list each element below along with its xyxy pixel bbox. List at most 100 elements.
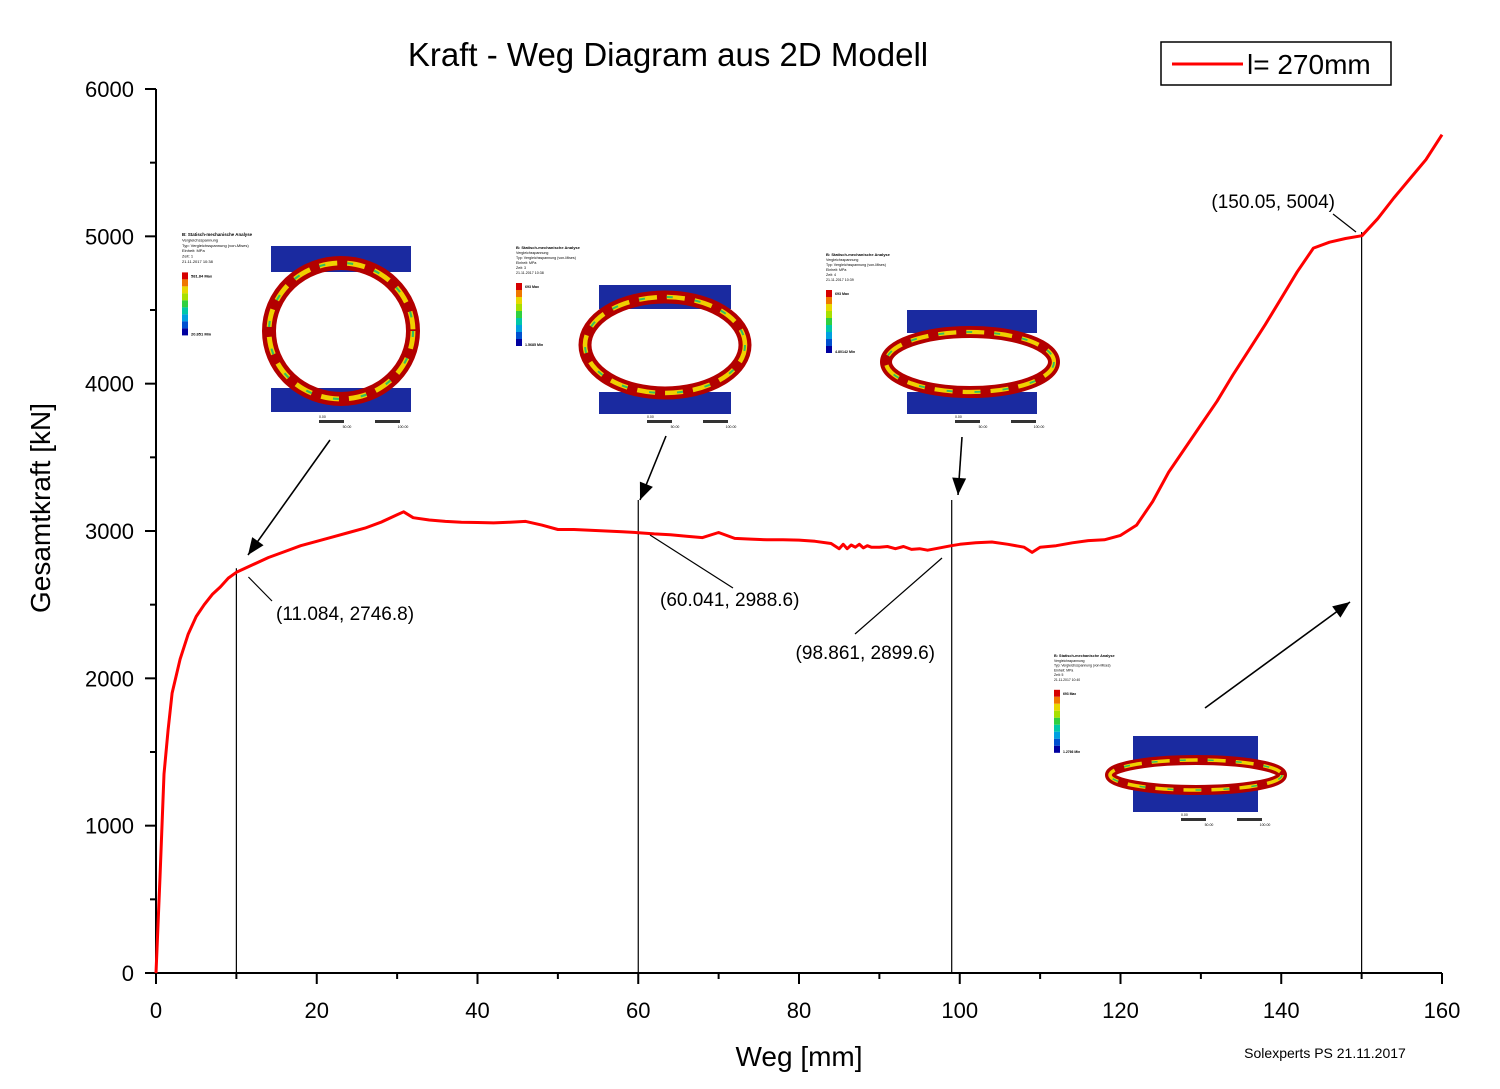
inset-legend-swatch (826, 325, 832, 332)
inset-legend-swatch (826, 339, 832, 346)
inset-legend-swatch (826, 304, 832, 311)
fem-inset: B: Statisch-mechanische AnalyseVergleich… (182, 232, 420, 429)
annotation-label: (11.084, 2746.8) (276, 604, 414, 625)
inset-meta: Typ: Vergleichsspannung (von-Mises) (1054, 664, 1111, 668)
y-tick-label: 2000 (85, 666, 134, 691)
x-tick-label: 60 (626, 998, 650, 1023)
inset-min: 4.80142 Min (835, 350, 855, 354)
inset-legend-swatch (1054, 745, 1060, 753)
inset-meta: 21.11.2017 10:38 (516, 271, 544, 275)
annotation-leader (649, 534, 734, 589)
x-tick-label: 80 (787, 998, 811, 1023)
scale-bar-label: 50.00 (1205, 823, 1214, 827)
inset-legend-swatch (182, 307, 188, 315)
inset-meta: Typ: Vergleichsspannung (von-Mises) (826, 263, 886, 267)
arrow-head (248, 537, 264, 555)
scale-bar-segment (1237, 818, 1262, 821)
scale-bar-segment (319, 420, 344, 423)
x-tick-label: 100 (941, 998, 978, 1023)
inset-meta: Einheit: MPa (1054, 668, 1073, 672)
inset-max: 693 Max (835, 292, 849, 296)
scale-bar-label: 100.00 (398, 425, 409, 429)
footnote: Solexperts PS 21.11.2017 (1244, 1045, 1406, 1061)
inset-legend-swatch (516, 339, 522, 346)
inset-legend-swatch (516, 318, 522, 325)
scale-bar-label: 0.00 (319, 415, 326, 419)
reference-lines (235, 232, 1363, 973)
x-tick-label: 20 (305, 998, 329, 1023)
inset-meta: Vergleichsspannung (182, 237, 218, 242)
steel-plate-bottom (1133, 790, 1258, 812)
chart-title: Kraft - Weg Diagram aus 2D Modell (408, 36, 928, 73)
inset-legend-swatch (516, 283, 522, 290)
inset-legend-swatch (182, 286, 188, 294)
scale-bar-label: 0.00 (955, 415, 962, 419)
y-tick-label: 0 (122, 961, 134, 986)
inset-meta: Zeit: 3 (516, 266, 526, 270)
inset-meta: Einheit: MPa (182, 248, 205, 253)
y-tick-label: 3000 (85, 519, 134, 544)
steel-plate-top (907, 310, 1037, 333)
inset-max: 693 Max (1063, 692, 1076, 696)
inset-meta: Vergleichsspannung (1054, 659, 1085, 663)
inset-legend-swatch (516, 325, 522, 332)
steel-plate-bottom (907, 392, 1037, 414)
inset-legend-swatch (826, 332, 832, 339)
annotation-leader (854, 557, 943, 635)
ring-stress-band (1109, 759, 1283, 791)
inset-legend-swatch (1054, 689, 1060, 697)
inset-meta: Zeit: 5 (1054, 673, 1064, 677)
inset-legend-swatch (1054, 717, 1060, 725)
inset-meta: 21.11.2017 10:38 (182, 259, 214, 264)
scale-bar-label: 100.00 (1034, 425, 1045, 429)
inset-min: 1.5685 Min (525, 343, 543, 347)
x-tick-label: 140 (1263, 998, 1300, 1023)
inset-arrows (247, 435, 1351, 709)
inset-meta: Typ: Vergleichsspannung (von-Mises) (182, 243, 249, 248)
inset-legend-swatch (1054, 703, 1060, 711)
annotation-label: (150.05, 5004) (1211, 192, 1335, 213)
inset-legend-swatch (516, 304, 522, 311)
inset-legend-swatch (826, 297, 832, 304)
inset-legend-swatch (516, 311, 522, 318)
annotation-leader (1332, 213, 1357, 233)
inset-legend-swatch (516, 297, 522, 304)
ring-stress-band (267, 261, 415, 401)
series-line-l270 (154, 133, 1444, 974)
scale-bar-label: 50.00 (671, 425, 680, 429)
inset-legend-swatch (182, 328, 188, 336)
inset-meta: Vergleichsspannung (516, 251, 548, 255)
ring-outer (262, 256, 420, 406)
inset-meta: Einheit: MPa (826, 268, 846, 272)
scale-bar-segment (375, 420, 400, 423)
inset-legend-swatch (182, 314, 188, 322)
annotation-leader (248, 576, 273, 602)
inset-legend-swatch (826, 318, 832, 325)
annotations: (11.084, 2746.8) (60.041, 2988.6) (98.861,… (248, 192, 1357, 664)
scale-bar-label: 0.00 (1181, 813, 1188, 817)
inset-heading: B: Statisch-mechanische Analyse (826, 252, 891, 257)
scale-bar-label: 50.00 (343, 425, 352, 429)
ring-stress-band (885, 331, 1055, 393)
inset-legend-swatch (182, 279, 188, 287)
inset-max: 581.84 Max (191, 273, 213, 278)
annotation-label: (98.861, 2899.6) (796, 643, 935, 664)
arrow-shaft (1204, 601, 1351, 709)
x-tick-label: 160 (1424, 998, 1461, 1023)
scale-bar-segment (703, 420, 728, 423)
inset-min: 1.2766 Min (1063, 750, 1080, 754)
inset-meta: Einheit: MPa (516, 261, 536, 265)
scale-bar-label: 50.00 (979, 425, 988, 429)
inset-legend-swatch (1054, 738, 1060, 746)
inset-legend-swatch (1054, 696, 1060, 704)
legend-label: l= 270mm (1247, 49, 1371, 80)
y-tick-label: 5000 (85, 224, 134, 249)
arrow-head (1332, 602, 1350, 618)
arrow-shaft (247, 439, 331, 556)
inset-meta: 21.11.2017 10:39 (826, 278, 854, 282)
inset-meta: 21.11.2017 10:40 (1054, 678, 1080, 682)
annotation-label: (60.041, 2988.6) (660, 590, 799, 611)
x-tick-label: 120 (1102, 998, 1139, 1023)
